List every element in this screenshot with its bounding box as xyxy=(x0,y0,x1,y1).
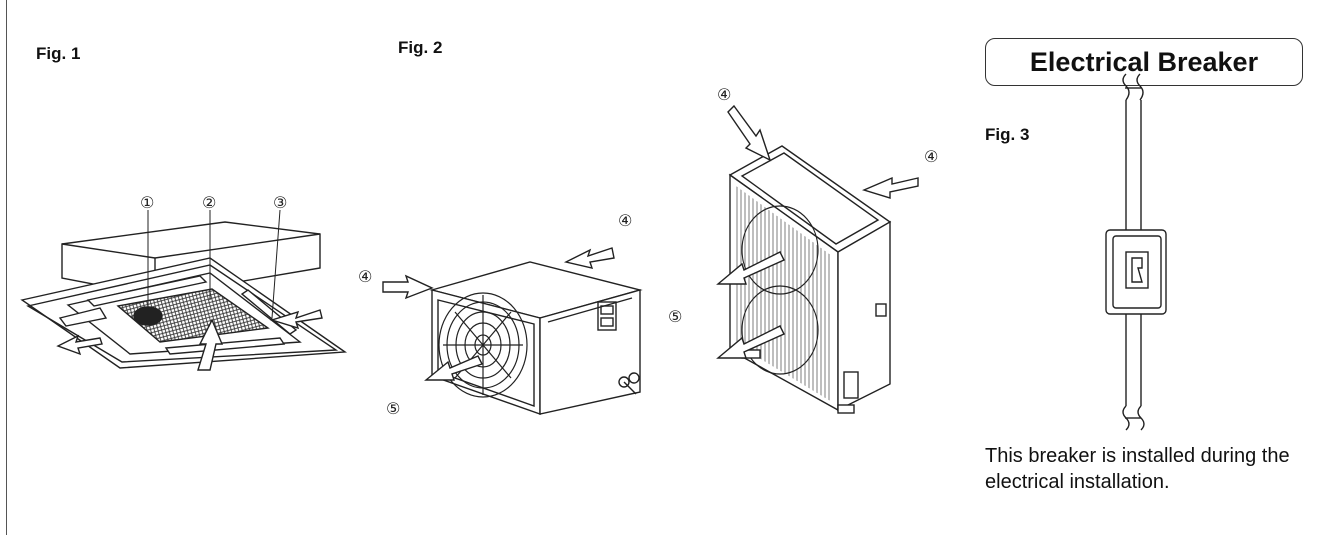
callout-1: ① xyxy=(140,193,154,212)
callout-2: ② xyxy=(202,193,216,212)
breaker-caption: This breaker is installed during the ele… xyxy=(985,445,1290,493)
callout-4-large-right: ④ xyxy=(924,147,938,166)
outdoor-unit-small xyxy=(429,261,643,415)
callout-4-large-top: ④ xyxy=(717,85,731,104)
cassette-indoor-unit xyxy=(20,221,348,369)
callout-5-small: ⑤ xyxy=(386,399,400,418)
callout-5-large: ⑤ xyxy=(668,307,682,326)
callout-4-small-left: ④ xyxy=(358,267,372,286)
small-unit-airflow-arrows xyxy=(382,247,615,381)
callout-3: ③ xyxy=(273,193,287,212)
page-frame xyxy=(6,0,1328,535)
cassette-airflow-arrows xyxy=(56,309,323,371)
fig-3-label: Fig. 3 xyxy=(985,125,1030,144)
outdoor-unit-large xyxy=(728,145,892,414)
electrical-breaker-heading: Electrical Breaker xyxy=(1029,46,1259,77)
cassette-leader-lines xyxy=(147,209,281,319)
large-unit-airflow-arrows xyxy=(716,104,919,359)
breaker-illustration xyxy=(1105,73,1167,431)
fig-1-label: Fig. 1 xyxy=(36,44,81,63)
electrical-breaker-heading-box: Electrical Breaker xyxy=(985,38,1303,86)
fig-2-label: Fig. 2 xyxy=(398,38,443,57)
callout-4-small-top: ④ xyxy=(618,211,632,230)
